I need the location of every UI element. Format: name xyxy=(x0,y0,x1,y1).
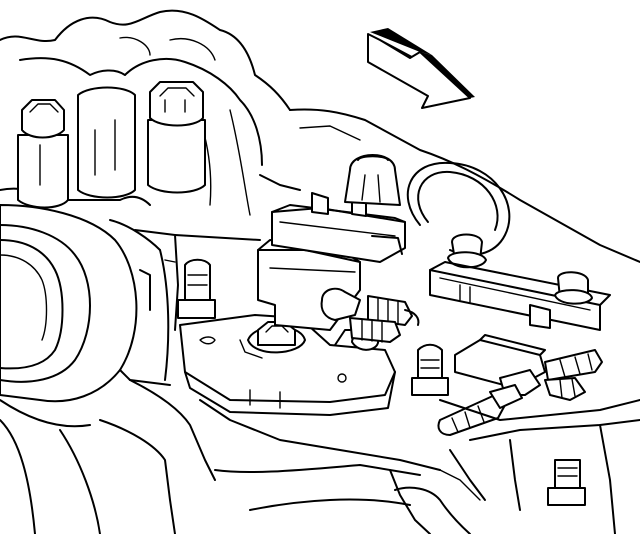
bolt-right xyxy=(147,81,206,194)
mount-housing xyxy=(134,229,261,331)
right-block xyxy=(439,399,640,534)
hose-lower xyxy=(437,384,523,436)
stud-bolt-left xyxy=(177,258,216,319)
solenoid-body xyxy=(257,192,406,331)
cap-fitting xyxy=(344,154,401,206)
center-bolt xyxy=(239,321,306,359)
lower-block xyxy=(0,249,481,534)
lift-ring xyxy=(406,161,511,269)
arrow-icon xyxy=(367,28,475,109)
round-housing xyxy=(0,204,171,428)
bolt-left xyxy=(17,99,69,209)
stud-bolt-right xyxy=(411,343,449,396)
vacuum-fittings xyxy=(320,287,420,343)
rail-bar xyxy=(429,261,611,331)
hose-connector xyxy=(454,334,603,401)
bolt-center xyxy=(77,86,136,199)
